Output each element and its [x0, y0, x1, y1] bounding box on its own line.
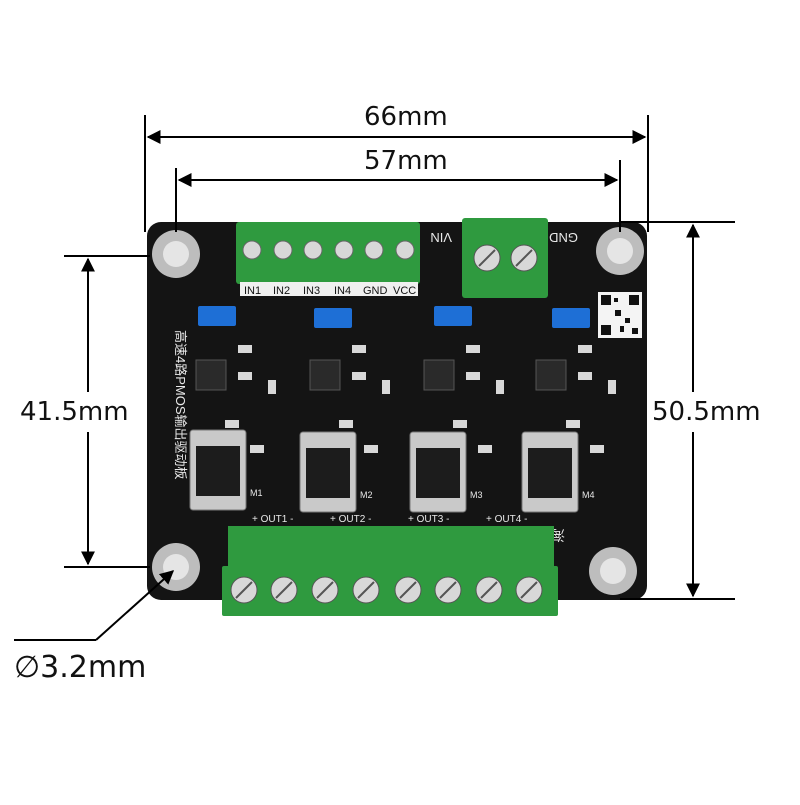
mosfet-label-m1: M1 — [250, 488, 263, 498]
power-label-gnd: GND — [549, 230, 578, 245]
output-label-4: + OUT4 - — [486, 514, 527, 525]
output-label-2: + OUT2 - — [330, 514, 371, 525]
dimension-width-inner: 57mm — [364, 146, 448, 176]
input-label-in4: IN4 — [334, 285, 351, 297]
input-label-gnd: GND — [363, 285, 388, 297]
dimension-width-outer: 66mm — [364, 102, 448, 132]
input-label-in3: IN3 — [303, 285, 320, 297]
jumper-1 — [198, 306, 236, 326]
mosfet-label-m4: M4 — [582, 490, 595, 500]
output-label-1: + OUT1 - — [252, 514, 293, 525]
dimension-height-inner: 41.5mm — [20, 397, 129, 427]
mosfet-label-m2: M2 — [360, 490, 373, 500]
dimension-height-outer: 50.5mm — [652, 397, 761, 427]
board-title-silkscreen: 高速4路PMOS输出驱动板 — [173, 330, 188, 480]
channel-circuits — [189, 306, 616, 513]
jumper-4 — [552, 308, 590, 328]
qr-code — [598, 292, 642, 338]
power-label-vin: VIN — [430, 230, 452, 245]
jumper-2 — [314, 308, 352, 328]
input-label-in1: IN1 — [244, 285, 261, 297]
jumper-3 — [434, 306, 472, 326]
input-label-vcc: VCC — [393, 285, 416, 297]
dimension-hole-diameter: ∅3.2mm — [14, 650, 147, 685]
input-label-in2: IN2 — [273, 285, 290, 297]
power-terminal-block — [462, 218, 548, 298]
output-terminal-block — [222, 526, 558, 616]
mosfet-label-m3: M3 — [470, 490, 483, 500]
input-terminal-block — [236, 222, 420, 296]
output-label-3: + OUT3 - — [408, 514, 449, 525]
